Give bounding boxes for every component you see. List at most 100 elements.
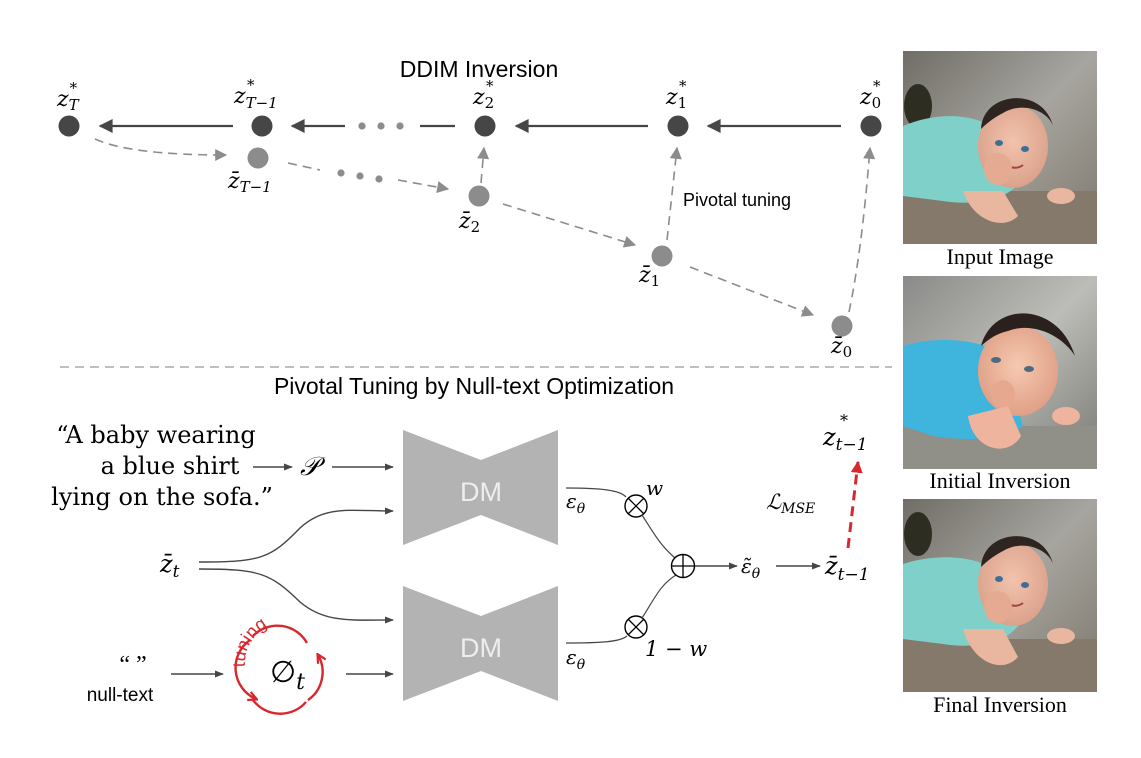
- multiply-node-bottom: [624, 615, 648, 639]
- arm: [963, 629, 1018, 666]
- toy: [904, 84, 932, 128]
- ellipsis-dot: [375, 175, 383, 183]
- prompt-line: a blue shirt: [101, 452, 240, 480]
- dashed-zbar2-to-zbar1: [502, 203, 637, 248]
- label-eps-tilde-theta: ε̃θ: [741, 554, 761, 582]
- sup-z-star-T-minus-1: *: [247, 76, 255, 94]
- sup-z-star-2: *: [486, 77, 494, 95]
- null-text-label: null-text: [87, 685, 154, 706]
- dm-block-unconditional: DM: [403, 586, 558, 701]
- node-z-bar-0: [831, 315, 853, 337]
- dm-label: DM: [460, 477, 502, 507]
- hand: [984, 591, 1012, 623]
- label-z-bar-T-minus-1: z̄T−1: [227, 169, 272, 196]
- label-eps-theta-bottom: εθ: [566, 645, 586, 673]
- arrow-z-t-to-DM-top: [198, 507, 394, 563]
- null-text-optimization-title: Pivotal Tuning by Null-text Optimization: [274, 373, 674, 399]
- baby-photo-final: [903, 499, 1097, 692]
- dashed-zbar2-to-z2: [477, 146, 490, 184]
- multiply-icon: [628, 619, 644, 635]
- dm-bowtie-shape: [403, 586, 558, 701]
- dashed-zbarT1-to-ellipsis: [287, 162, 321, 171]
- prompt-line: lying on the sofa.”: [51, 483, 273, 511]
- label-z-bar-t-minus-1: z̄t−1: [824, 552, 870, 585]
- ellipsis-dots-bottom: [337, 169, 383, 183]
- multiply-icon: [628, 498, 644, 514]
- label-loss-mse: ℒMSE: [766, 490, 815, 517]
- label-z-star-0: z0: [859, 85, 881, 112]
- label-z-bar-1: z̄1: [638, 263, 660, 290]
- line-eps-top-to-multiply: [565, 487, 627, 498]
- hair: [981, 313, 1075, 356]
- tuning-arc-bottom: [252, 699, 307, 715]
- text-prompt: “A baby wearing a blue shirt lying on th…: [51, 421, 273, 511]
- baby-photo-input: [903, 51, 1097, 244]
- hand: [984, 153, 1012, 185]
- line-eps-bottom-to-multiply: [565, 635, 628, 644]
- ellipsis-dot: [356, 172, 364, 180]
- ellipsis-dot: [377, 122, 385, 130]
- prompt-embedding-P: 𝒫: [300, 452, 326, 482]
- dashed-zbar1-to-zbar0: [689, 266, 815, 317]
- final-inversion-image: [903, 499, 1097, 692]
- arrow-z-t-to-DM-bottom: [198, 568, 394, 624]
- face: [978, 326, 1058, 416]
- eye: [1021, 582, 1029, 588]
- eye: [995, 140, 1003, 146]
- node-z-star-2: [474, 115, 496, 137]
- dashed-zbar1-to-z1: [666, 146, 682, 241]
- node-z-star-0: [860, 115, 882, 137]
- label-z-bar-0: z̄0: [830, 334, 852, 361]
- node-z-bar-T-minus-1: [247, 147, 269, 169]
- initial-inversion-label: Initial Inversion: [929, 468, 1071, 493]
- multiply-node-top: [624, 494, 648, 518]
- label-z-star-t-minus-1: zt−1: [822, 423, 868, 455]
- input-image-label: Input Image: [946, 244, 1054, 269]
- node-z-bar-2: [468, 185, 490, 207]
- node-z-star-T-minus-1: [251, 115, 273, 137]
- pivotal-tuning-label: Pivotal tuning: [683, 190, 791, 210]
- dm-block-conditional: DM: [403, 430, 558, 545]
- tuning-arrow-right: [307, 655, 323, 701]
- ellipsis-dot: [396, 122, 404, 130]
- dm-label: DM: [460, 633, 502, 663]
- final-inversion-label: Final Inversion: [933, 692, 1067, 717]
- toy: [904, 512, 932, 556]
- initial-inversion-image: [903, 276, 1097, 469]
- line-multiply-bottom-to-add: [641, 574, 677, 619]
- add-node: [670, 553, 696, 579]
- ddim-inversion-title: DDIM Inversion: [400, 56, 558, 82]
- arm: [968, 406, 1021, 449]
- dashed-ellipsis-to-zbar2: [397, 179, 450, 193]
- baby-photo-initial: [903, 276, 1097, 469]
- hair: [981, 536, 1053, 567]
- sup-z-star-0: *: [873, 77, 881, 95]
- eye: [991, 357, 1001, 363]
- dm-bowtie-shape: [403, 430, 558, 545]
- node-z-bar-1: [651, 245, 673, 267]
- hand: [1052, 407, 1080, 425]
- mse-loss-arrow: [846, 460, 863, 549]
- hand: [991, 380, 1015, 408]
- ellipsis-dot: [337, 169, 345, 177]
- dashed-zbar0-to-z0: [848, 146, 876, 313]
- input-image: [903, 51, 1097, 244]
- sup-z-star-1: *: [679, 77, 687, 95]
- tuning-label: tuning: [229, 613, 270, 667]
- sup-z-star-t-minus-1: *: [840, 411, 848, 430]
- eye: [1021, 146, 1029, 152]
- hair: [981, 98, 1053, 129]
- label-z-star-T: zT*: [56, 79, 80, 114]
- ellipsis-dot: [358, 122, 366, 130]
- ellipsis-dots-top: [358, 122, 404, 130]
- label-z-bar-2: z̄2: [458, 209, 480, 236]
- hand: [1047, 188, 1075, 204]
- label-z-star-1: z1: [665, 85, 687, 112]
- label-z-bar-t: z̄t: [159, 550, 180, 582]
- label-eps-theta-top: εθ: [566, 489, 586, 517]
- tuning-arc-top: [252, 624, 309, 644]
- label-z-star-2: z2: [472, 85, 494, 112]
- null-text-quotes: “ ”: [119, 652, 146, 678]
